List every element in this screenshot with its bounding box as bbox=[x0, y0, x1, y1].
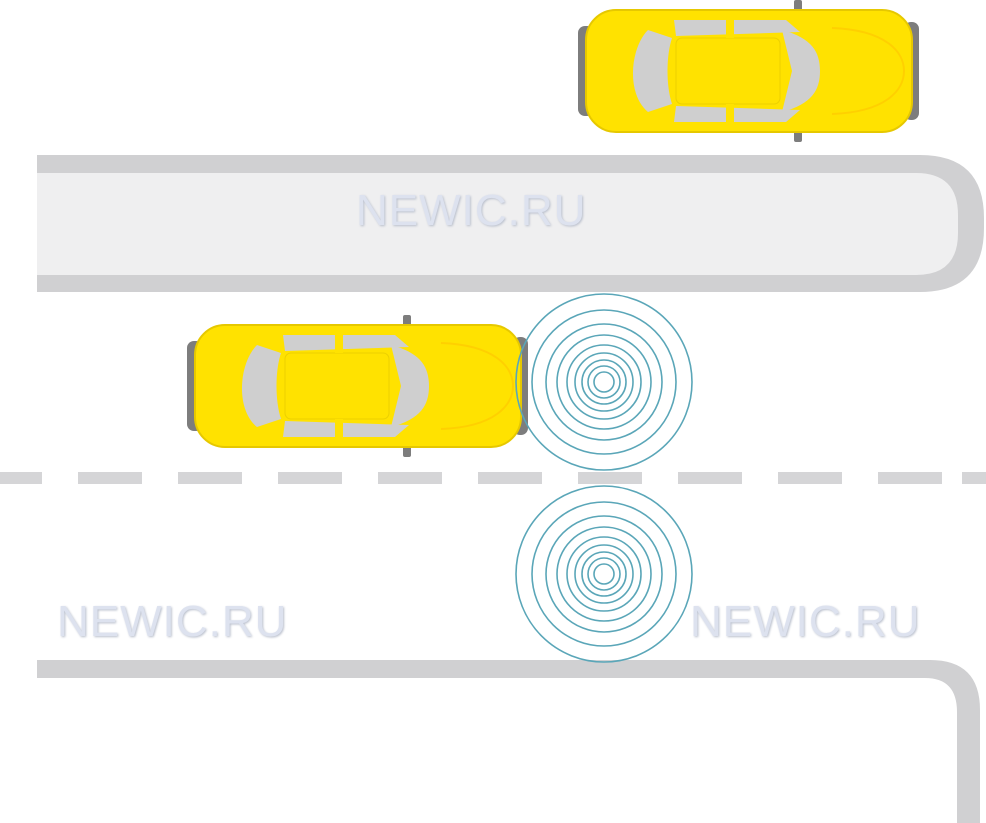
watermark: NEWIC.RU bbox=[356, 186, 587, 235]
signal-ring bbox=[587, 557, 621, 591]
signal-ring bbox=[545, 323, 663, 441]
signal-ring bbox=[556, 526, 652, 622]
lane-divider bbox=[0, 472, 986, 484]
lower-curb bbox=[37, 660, 980, 823]
signal-ring bbox=[587, 365, 621, 399]
parking-sensor-wave-icon bbox=[515, 485, 693, 663]
upper-island-surface bbox=[37, 173, 958, 275]
signal-ring bbox=[545, 515, 663, 633]
watermark: NEWIC.RU bbox=[57, 597, 288, 646]
signal-ring bbox=[515, 293, 693, 471]
signal-ring bbox=[515, 485, 693, 663]
signal-ring bbox=[574, 352, 634, 412]
signal-ring bbox=[593, 371, 615, 393]
parking-sensor-wave-icon bbox=[515, 293, 693, 471]
signal-ring bbox=[593, 563, 615, 585]
signal-ring bbox=[581, 359, 627, 405]
signal-ring bbox=[556, 334, 652, 430]
maneuvering-car bbox=[186, 314, 529, 458]
watermark: NEWIC.RU bbox=[690, 597, 921, 646]
signal-ring bbox=[531, 501, 677, 647]
parked-car bbox=[577, 0, 920, 143]
signal-ring bbox=[574, 544, 634, 604]
signal-ring bbox=[531, 309, 677, 455]
signal-ring bbox=[566, 344, 642, 420]
signal-ring bbox=[566, 536, 642, 612]
signal-ring bbox=[581, 551, 627, 597]
